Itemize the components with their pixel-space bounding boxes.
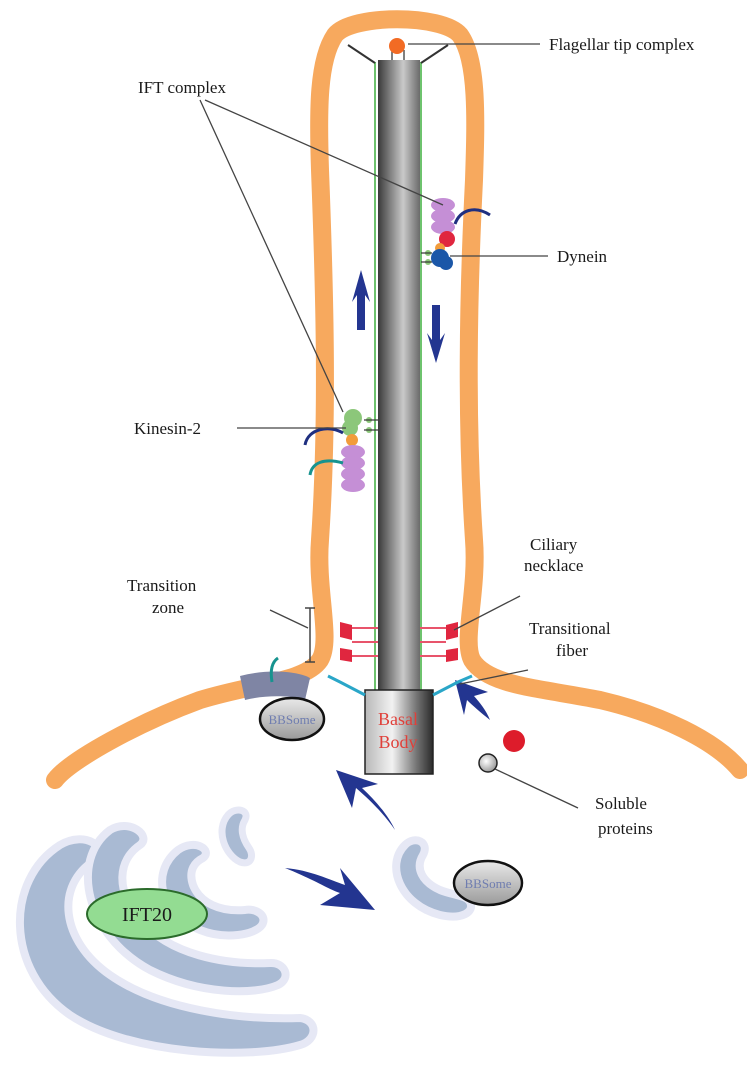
label-soluble-proteins-1: Soluble [595, 794, 647, 813]
anterograde-arrow [352, 270, 370, 330]
bbsome-vesicle-label: BBSome [465, 876, 512, 891]
label-kinesin-2: Kinesin-2 [134, 419, 201, 438]
golgi-vesicle-small [222, 810, 252, 863]
label-transitional-fiber-1: Transitional [529, 619, 611, 638]
bbsome-vesicle: BBSome [454, 861, 522, 905]
label-soluble-proteins-2: proteins [598, 819, 653, 838]
soluble-proteins [479, 730, 525, 772]
flagellar-tip-complex [389, 38, 405, 54]
label-ift-complex: IFT complex [138, 78, 226, 97]
golgi-to-vesicle-arrow [285, 868, 375, 910]
bbsome-membrane-label: BBSome [269, 712, 316, 727]
label-transitional-fiber-2: fiber [556, 641, 588, 660]
golgi-apparatus: IFT20 [20, 810, 471, 1053]
label-ciliary-necklace-1: Ciliary [530, 535, 578, 554]
basal-body-label-1: Basal [378, 709, 418, 729]
dynein-motor [421, 249, 453, 270]
axoneme [348, 38, 448, 690]
basal-body-label-2: Body [378, 732, 417, 752]
basal-body: Basal Body [365, 690, 433, 774]
label-ciliary-necklace-2: necklace [524, 556, 583, 575]
kinesin-2-motor [342, 409, 378, 436]
label-transition-zone-2: zone [152, 598, 184, 617]
vesicle-to-base-arrow [336, 770, 395, 830]
ift20-label: IFT20 [122, 904, 172, 926]
label-flagellar-tip-complex: Flagellar tip complex [549, 35, 695, 54]
soluble-to-base-arrow [455, 680, 490, 720]
retrograde-arrow [427, 305, 445, 363]
label-transition-zone-1: Transition [127, 576, 197, 595]
label-dynein: Dynein [557, 247, 608, 266]
